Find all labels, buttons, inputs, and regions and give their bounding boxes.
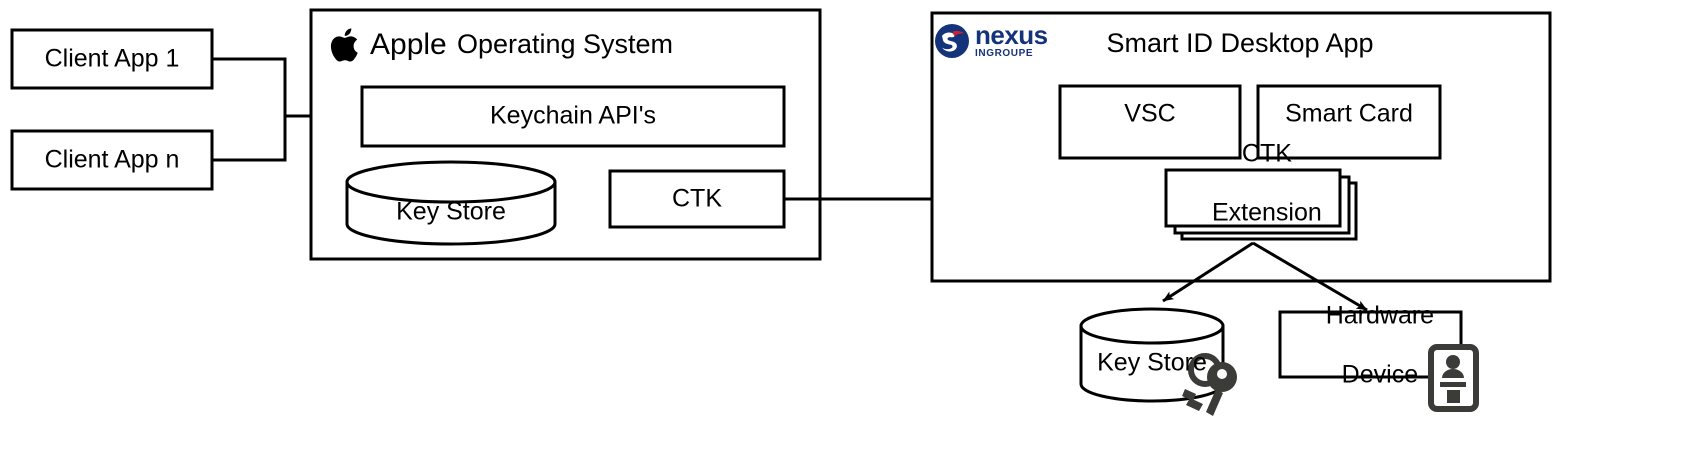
ctk-extension-stack[interactable] bbox=[1164, 168, 1358, 241]
nexus-logo-icon bbox=[935, 24, 969, 58]
vsc-box[interactable] bbox=[1058, 84, 1242, 160]
keys-icon bbox=[1182, 353, 1237, 416]
ctk-extension-box bbox=[1164, 168, 1342, 228]
connector-ctk-extension-to-hardware-device bbox=[1252, 241, 1368, 312]
apple-brand: Apple bbox=[330, 24, 447, 66]
nexus-brand-word: nexus bbox=[975, 20, 1048, 51]
apple-vendor-label: Apple bbox=[370, 28, 447, 61]
external-key-store-cylinder[interactable] bbox=[1079, 307, 1225, 403]
nexus-brand-sub: INGROUPE bbox=[975, 47, 1034, 59]
ctk-box[interactable] bbox=[608, 169, 786, 229]
connector-ctk-extension-to-key-store bbox=[1162, 241, 1254, 303]
smart-card-box[interactable] bbox=[1256, 84, 1442, 160]
keychain-api-box[interactable] bbox=[360, 85, 786, 148]
apple-logo-icon bbox=[330, 28, 358, 62]
client-app-1-box[interactable] bbox=[10, 28, 214, 90]
os-key-store-cylinder[interactable] bbox=[345, 160, 557, 246]
nexus-brand: nexus INGROUPE bbox=[934, 20, 1048, 59]
id-badge-icon bbox=[1428, 344, 1479, 412]
client-app-n-box[interactable] bbox=[10, 129, 214, 191]
